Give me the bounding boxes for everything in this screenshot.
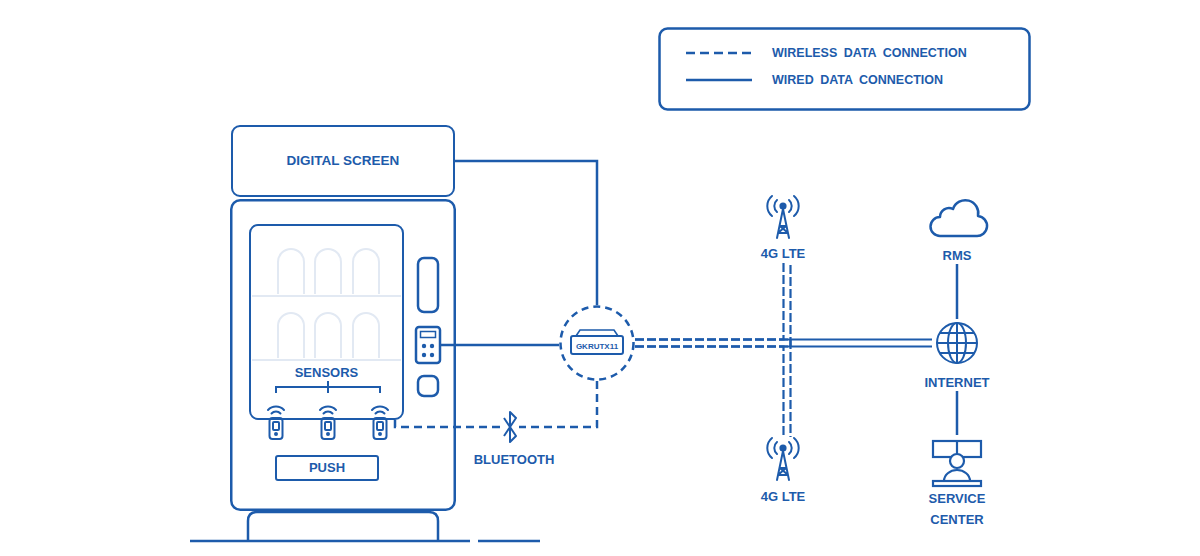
legend-frame [660, 29, 1030, 110]
double-line [787, 338, 932, 340]
router-circle [561, 307, 634, 380]
connector [635, 340, 791, 438]
legend-text: WIRELESS DATA CONNECTION [772, 45, 967, 61]
edge-label: BLUETOOTH [474, 452, 555, 468]
operator-head [950, 454, 964, 468]
router-body [571, 336, 623, 354]
coin-slot [418, 258, 438, 312]
single-line [395, 381, 597, 427]
sensor-icon [320, 407, 336, 439]
node-label: PUSH [309, 460, 345, 476]
double-line [635, 340, 791, 438]
lte-tower: 4G LTE [755, 193, 811, 263]
node-label: 4G LTE [761, 246, 806, 262]
keypad-display [421, 332, 436, 338]
keypad [416, 327, 440, 363]
machine-base [248, 512, 438, 541]
keypad-wire [440, 344, 559, 347]
internet-globe: INTERNET [932, 319, 982, 391]
single-line [455, 161, 597, 305]
machine-body [231, 200, 455, 510]
double-line [635, 263, 791, 347]
router-node: GKRUTX11 [559, 305, 635, 381]
node-label: SENSORS [295, 365, 359, 381]
product-outline [278, 313, 379, 358]
tower-icon [767, 438, 798, 480]
product-outline [278, 249, 379, 294]
push-button: PUSH [275, 455, 379, 481]
double-line [635, 263, 784, 340]
node-label: DIGITAL SCREEN [287, 153, 400, 169]
display-window: SENSORS [249, 224, 404, 420]
return-button [418, 376, 438, 396]
double-line [635, 345, 787, 347]
cloud-icon [931, 200, 988, 236]
node-label: INTERNET [925, 375, 990, 391]
legend-samples [686, 53, 752, 80]
single-line [956, 264, 959, 319]
keypad-key [422, 353, 426, 357]
service-center: SERVICE CENTER [917, 435, 997, 530]
double-line [787, 345, 932, 347]
connector [957, 264, 958, 319]
sensor-icon [268, 407, 284, 439]
connector [455, 161, 597, 305]
operator-body [944, 470, 970, 481]
rms-cloud: RMS [932, 192, 982, 264]
keypad-key [422, 344, 426, 348]
globe-grid [937, 323, 977, 363]
keypad-key [430, 353, 434, 357]
legend-text: WIRED DATA CONNECTION [772, 72, 943, 88]
service-desk [933, 481, 981, 486]
single-line [956, 391, 959, 435]
node-label: SERVICE CENTER [917, 488, 997, 530]
symbol-backdrop [501, 410, 519, 444]
connector [957, 391, 958, 435]
tower-icon [767, 196, 798, 238]
lte-tower: 4G LTE [755, 437, 811, 506]
connector [635, 340, 932, 347]
connector [395, 381, 597, 427]
globe-outline [937, 323, 977, 363]
node-label: RMS [943, 248, 972, 264]
shelf-line [252, 296, 401, 360]
keypad-key [430, 344, 434, 348]
sensor-bracket [276, 381, 380, 393]
sensor-icon [372, 407, 388, 439]
bluetooth-symbol [504, 412, 516, 442]
node-label: GKRUTX11 [576, 342, 618, 352]
screen-box: DIGITAL SCREEN [231, 125, 455, 197]
legend-line-sample [686, 79, 752, 82]
ground-line [190, 540, 540, 543]
connector [635, 263, 791, 347]
double-line [635, 338, 787, 340]
legend-line-sample [686, 52, 752, 55]
node-label: 4G LTE [761, 489, 806, 505]
double-line [635, 347, 784, 438]
